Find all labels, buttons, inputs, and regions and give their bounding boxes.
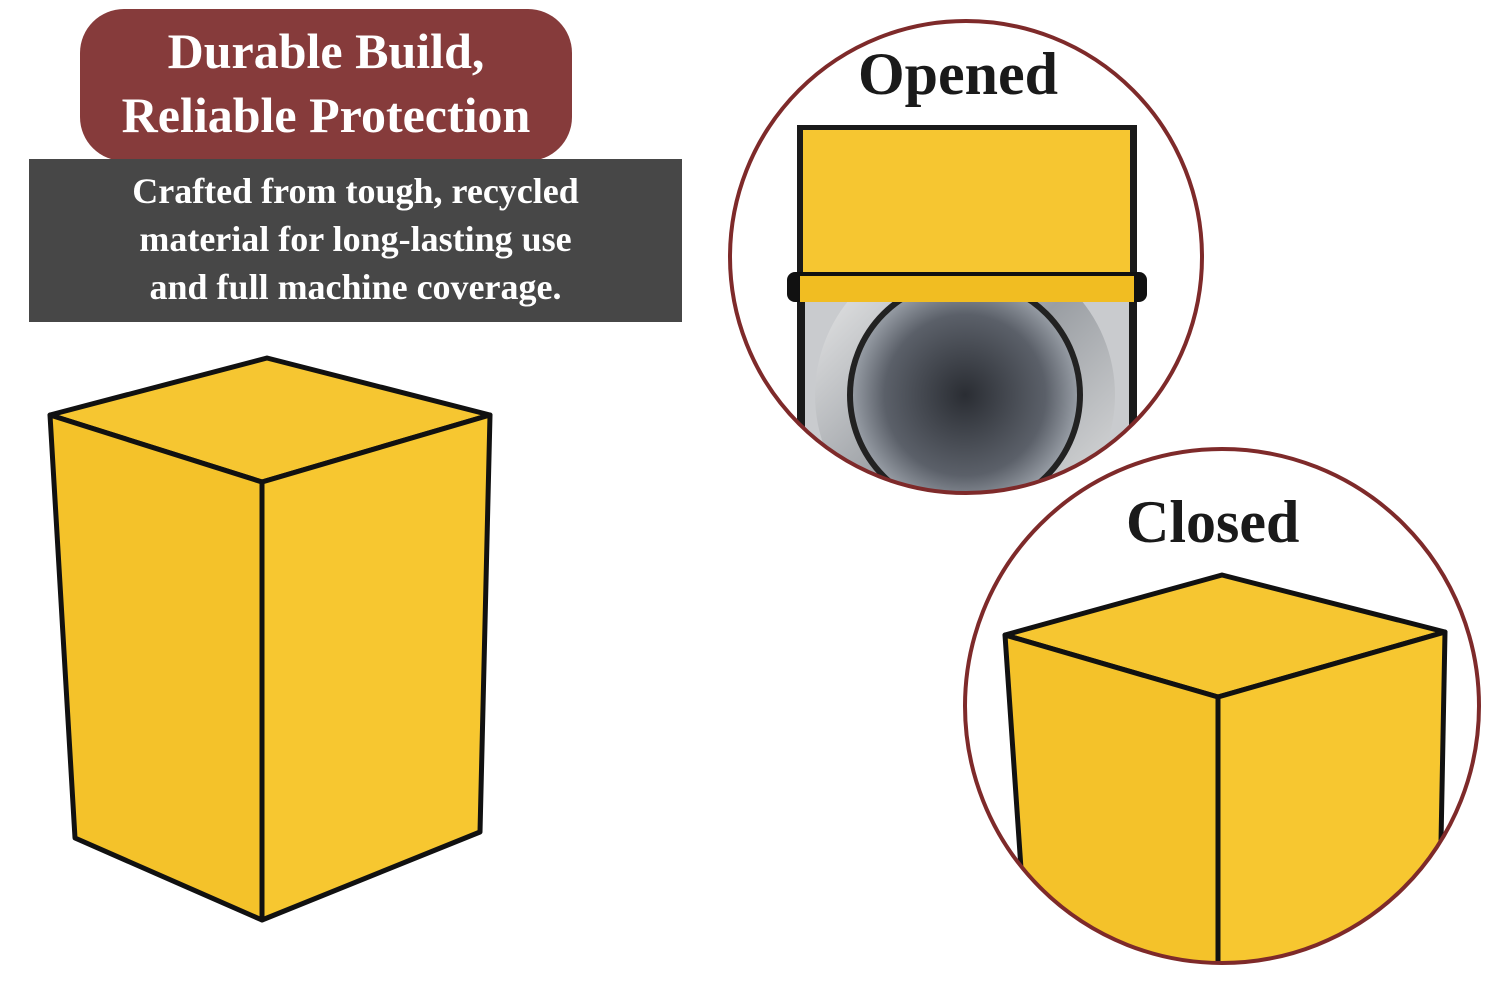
- closed-label: Closed: [1126, 489, 1300, 555]
- closed-circle-frame: [963, 447, 1481, 965]
- description-line-3: and full machine coverage.: [149, 267, 562, 307]
- opened-view: [728, 19, 1204, 495]
- drum: [847, 277, 1083, 493]
- description-line-2: material for long-lasting use: [139, 219, 572, 259]
- elastic-band: [800, 276, 1134, 302]
- headline-line-2: Reliable Protection: [121, 87, 531, 143]
- cover-flap: [803, 130, 1130, 290]
- cover-left-face: [47, 412, 265, 923]
- headline-line-1: Durable Build,: [167, 23, 485, 79]
- opened-circle-frame: [728, 19, 1204, 495]
- headline-banner: Durable Build, Reliable Protection: [80, 9, 572, 161]
- description-panel: Crafted from tough, recycled material fo…: [29, 159, 682, 322]
- cover-right-face: [259, 412, 493, 923]
- main-covered-machine: [47, 355, 493, 923]
- opened-label: Opened: [858, 41, 1059, 107]
- description-line-1: Crafted from tough, recycled: [132, 171, 579, 211]
